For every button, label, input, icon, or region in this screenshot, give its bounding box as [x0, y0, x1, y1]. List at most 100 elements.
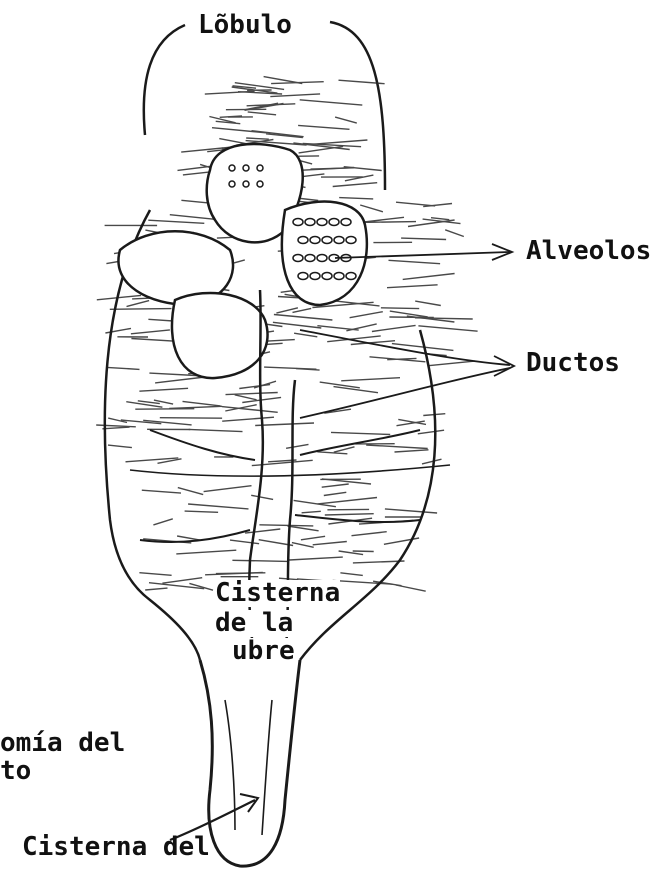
lobule-outline-left	[144, 25, 185, 135]
hatch-stroke	[313, 140, 367, 144]
hatch-stroke	[418, 430, 444, 434]
label-anatomia-line1: omía del	[0, 730, 125, 757]
hatch-stroke	[300, 100, 363, 105]
hatch-stroke	[169, 406, 222, 408]
hatch-stroke	[96, 425, 136, 427]
hatch-stroke	[183, 401, 221, 406]
hatch-stroke	[178, 488, 203, 495]
hatch-stroke	[110, 309, 172, 310]
ductos-arrowhead	[494, 356, 514, 376]
hatch-stroke	[254, 381, 276, 388]
hatch-stroke	[126, 402, 162, 408]
hatch-stroke	[232, 560, 287, 561]
hatch-stroke	[331, 432, 390, 434]
hatch-stroke	[352, 532, 387, 536]
label-cisterna-ubre-line1: Cisterna	[215, 580, 340, 607]
hatch-stroke	[288, 526, 319, 531]
label-cisterna-ubre-line3: ubre	[232, 638, 295, 665]
hatch-stroke	[273, 322, 321, 328]
hatch-stroke	[131, 330, 170, 334]
hatch-stroke	[145, 588, 167, 590]
hatch-stroke	[389, 260, 441, 263]
hatch-stroke	[148, 220, 204, 223]
hatch-stroke	[246, 138, 269, 139]
teat-outline	[200, 660, 300, 866]
hatch-stroke	[350, 312, 383, 318]
hatch-stroke	[153, 519, 172, 525]
hatch-stroke	[401, 238, 446, 239]
hatch-stroke	[381, 308, 419, 309]
hatch-stroke	[212, 128, 266, 133]
alveolus-right	[282, 202, 367, 305]
hatch-stroke	[317, 326, 358, 330]
hatch-stroke	[353, 551, 374, 552]
hatch-stroke	[341, 378, 400, 381]
hatch-stroke	[395, 450, 429, 452]
hatch-stroke	[135, 409, 194, 410]
hatch-stroke	[339, 198, 373, 199]
hatch-stroke	[372, 325, 416, 331]
hatch-stroke	[162, 578, 202, 584]
hatch-stroke	[302, 511, 321, 513]
hatch-stroke	[226, 393, 278, 395]
hatch-stroke	[403, 274, 455, 280]
hatch-stroke	[422, 459, 442, 464]
hatch-stroke	[384, 538, 419, 544]
hatch-stroke	[318, 498, 377, 504]
hatch-stroke	[317, 452, 347, 454]
hatch-stroke	[362, 222, 416, 223]
hatch-stroke	[292, 543, 314, 548]
teat-cistern-inner	[225, 700, 272, 835]
hatch-stroke	[259, 525, 313, 526]
hatch-stroke	[255, 423, 314, 426]
label-lobulo: Lõbulo	[198, 12, 292, 39]
hatch-stroke	[139, 388, 188, 391]
hatch-stroke	[415, 301, 441, 305]
ductos-arrow-2	[300, 368, 510, 418]
hatch-stroke	[185, 511, 219, 512]
hatch-stroke	[298, 125, 349, 129]
hatch-stroke	[127, 301, 150, 307]
hatch-stroke	[248, 112, 276, 115]
hatch-stroke	[155, 377, 205, 383]
hatch-stroke	[294, 500, 336, 506]
hatch-stroke	[445, 230, 464, 237]
hatch-stroke	[286, 444, 308, 448]
hatch-stroke	[322, 484, 349, 487]
hatch-stroke	[245, 529, 280, 533]
hatch-stroke	[105, 328, 131, 333]
lobule-outline-right	[330, 22, 385, 190]
hatch-stroke	[204, 486, 252, 492]
hatch-stroke	[366, 445, 428, 449]
label-cisterna-pezon: Cisterna del	[22, 834, 210, 861]
hatch-stroke	[160, 418, 222, 419]
hatch-stroke	[340, 573, 362, 576]
hatch-stroke	[345, 175, 374, 181]
label-ductos: Ductos	[526, 350, 620, 377]
label-anatomia-line2: to	[0, 758, 31, 785]
hatch-stroke	[289, 557, 343, 560]
hatch-stroke	[189, 429, 243, 431]
hatch-stroke	[313, 542, 347, 545]
hatch-stroke	[235, 395, 257, 400]
alveolus-bottom	[172, 293, 268, 378]
hatch-stroke	[385, 509, 437, 513]
hatch-stroke	[428, 361, 475, 366]
hatch-stroke	[294, 333, 317, 337]
duct-branch-1	[150, 430, 255, 460]
hatch-stroke	[139, 573, 171, 576]
hatch-stroke	[333, 183, 378, 187]
hatch-stroke	[251, 495, 273, 499]
duct-branch-4	[295, 515, 420, 522]
hatch-stroke	[216, 573, 266, 574]
hatch-stroke	[142, 490, 181, 493]
hatch-stroke	[299, 146, 344, 153]
hatch-stroke	[431, 218, 449, 220]
hatch-stroke	[335, 117, 357, 123]
hatch-stroke	[102, 427, 129, 429]
duct-cross-line	[130, 465, 450, 476]
hatch-stroke	[360, 205, 383, 212]
hatch-stroke	[188, 504, 248, 509]
hatch-stroke	[108, 445, 132, 448]
